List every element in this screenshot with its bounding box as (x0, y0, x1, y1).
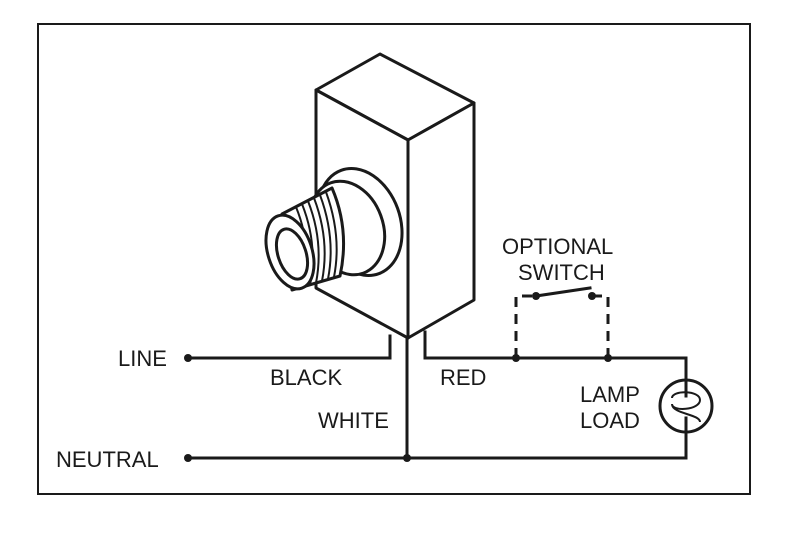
optional-switch (514, 286, 610, 358)
lamp-load-symbol (658, 378, 714, 434)
sensor-lens (264, 167, 404, 292)
sensor-box-side (406, 101, 476, 340)
red-wire-label: RED (440, 365, 486, 390)
diagram-frame (37, 23, 751, 495)
line-label: LINE (118, 346, 167, 371)
wiring (186, 330, 688, 460)
optional-switch-label-line1: OPTIONAL (502, 234, 613, 259)
neutral-wire (186, 430, 688, 460)
photocell-sensor (264, 52, 476, 340)
white-wire-label: WHITE (318, 408, 389, 433)
red-wire (423, 330, 688, 382)
black-wire (186, 334, 392, 360)
lamp-load-label-line1: LAMP (580, 382, 640, 407)
neutral-junction (403, 454, 411, 462)
lamp-load-label-line2: LOAD (580, 408, 640, 433)
neutral-label: NEUTRAL (56, 447, 159, 472)
neutral-terminal (184, 454, 192, 462)
line-terminal (184, 354, 192, 362)
optional-switch-label-line2: SWITCH (518, 260, 605, 285)
black-wire-label: BLACK (270, 365, 342, 390)
